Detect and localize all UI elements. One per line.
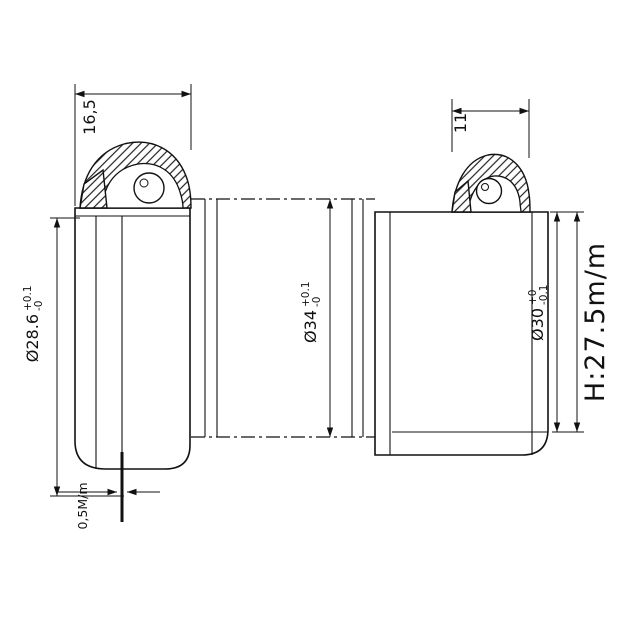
dim-dia-34-tol-lower: -0 [311,297,323,307]
dim-dia-30-tol-upper: +0 [527,290,539,305]
right-cup-body [374,211,549,456]
right-bearing-cup [451,153,531,213]
dim-dia-28-6-tol-upper: +0.1 [22,286,34,312]
bearing-ball-right [475,177,503,205]
dimension-16-5: 16,5 [74,84,192,206]
dim-16-5-label: 16,5 [80,99,99,135]
bearing-ball-right-detail [481,183,489,191]
bearing-ball-left [133,172,165,204]
dimension-stack-height: H:27.5m/m [573,212,611,432]
middle-tube [191,198,375,438]
right-race-section [451,179,472,213]
dim-11-label: 11 [451,113,470,133]
left-cup-body [74,207,191,470]
dim-dia-34-tol-upper: +0.1 [300,282,312,308]
dimension-11: 11 [451,99,530,158]
dimension-dia-34: Ø34 +0.1 -0 [300,199,334,437]
stack-height-label: H:27.5m/m [580,242,611,402]
dim-dia-28-6-label: Ø28.6 [23,314,42,362]
dimension-taper: 0,5M/m [58,452,160,530]
dim-dia-28-6-tol-lower: -0 [33,301,45,311]
taper-label: 0,5M/m [75,482,90,529]
dim-dia-34-label: Ø34 [301,310,320,343]
compression-ring-section [79,168,108,209]
dimension-dia-28-6: Ø28.6 +0.1 -0 [22,217,124,497]
dim-dia-30-tol-lower: -0.1 [538,285,550,306]
left-bearing-cup [79,141,192,209]
bearing-ball-left-detail [139,178,149,188]
dim-dia-30-label: Ø30 [528,308,547,341]
